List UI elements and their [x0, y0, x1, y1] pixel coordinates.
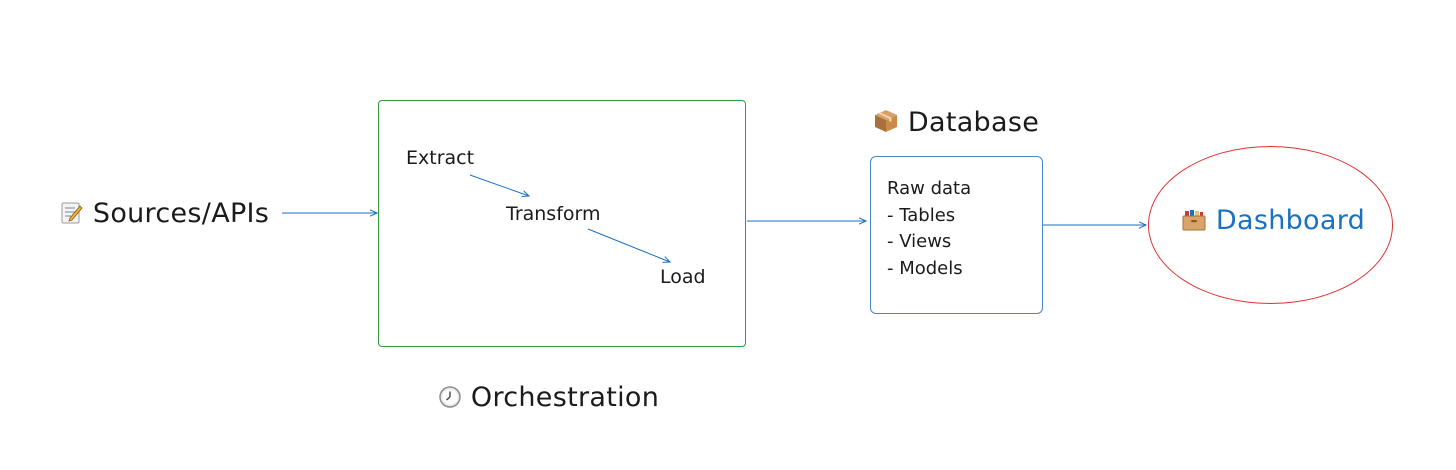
step-extract: Extract — [406, 147, 475, 169]
database-item-models: - Models — [887, 257, 963, 279]
sources-node: Sources/APIs — [60, 200, 269, 227]
orchestration-title: Orchestration — [438, 384, 659, 411]
memo-icon — [61, 202, 83, 224]
clock-icon — [439, 386, 461, 408]
dashboard-node: Dashboard — [1181, 207, 1365, 234]
arrow-transform-to-load — [587, 228, 670, 262]
database-box — [870, 156, 1043, 314]
database-contents: Raw data - Tables - Views - Models — [887, 176, 971, 282]
database-title: Database — [873, 108, 1039, 136]
database-item-raw-data: Raw data — [887, 178, 972, 199]
package-icon — [875, 110, 897, 132]
orchestration-title-text: Orchestration — [470, 382, 660, 413]
database-item-tables: - Tables — [887, 204, 956, 226]
database-title-text: Database — [907, 107, 1040, 138]
database-item-views: - Views — [887, 231, 952, 252]
orchestration-box — [378, 100, 746, 347]
sources-label: Sources/APIs — [92, 198, 270, 229]
step-load: Load — [660, 266, 706, 288]
dashboard-ellipse — [1148, 146, 1393, 304]
card-file-box-icon — [1182, 210, 1206, 231]
dashboard-label: Dashboard — [1215, 205, 1366, 236]
step-transform: Transform — [506, 203, 601, 225]
arrow-extract-to-transform — [469, 174, 529, 196]
